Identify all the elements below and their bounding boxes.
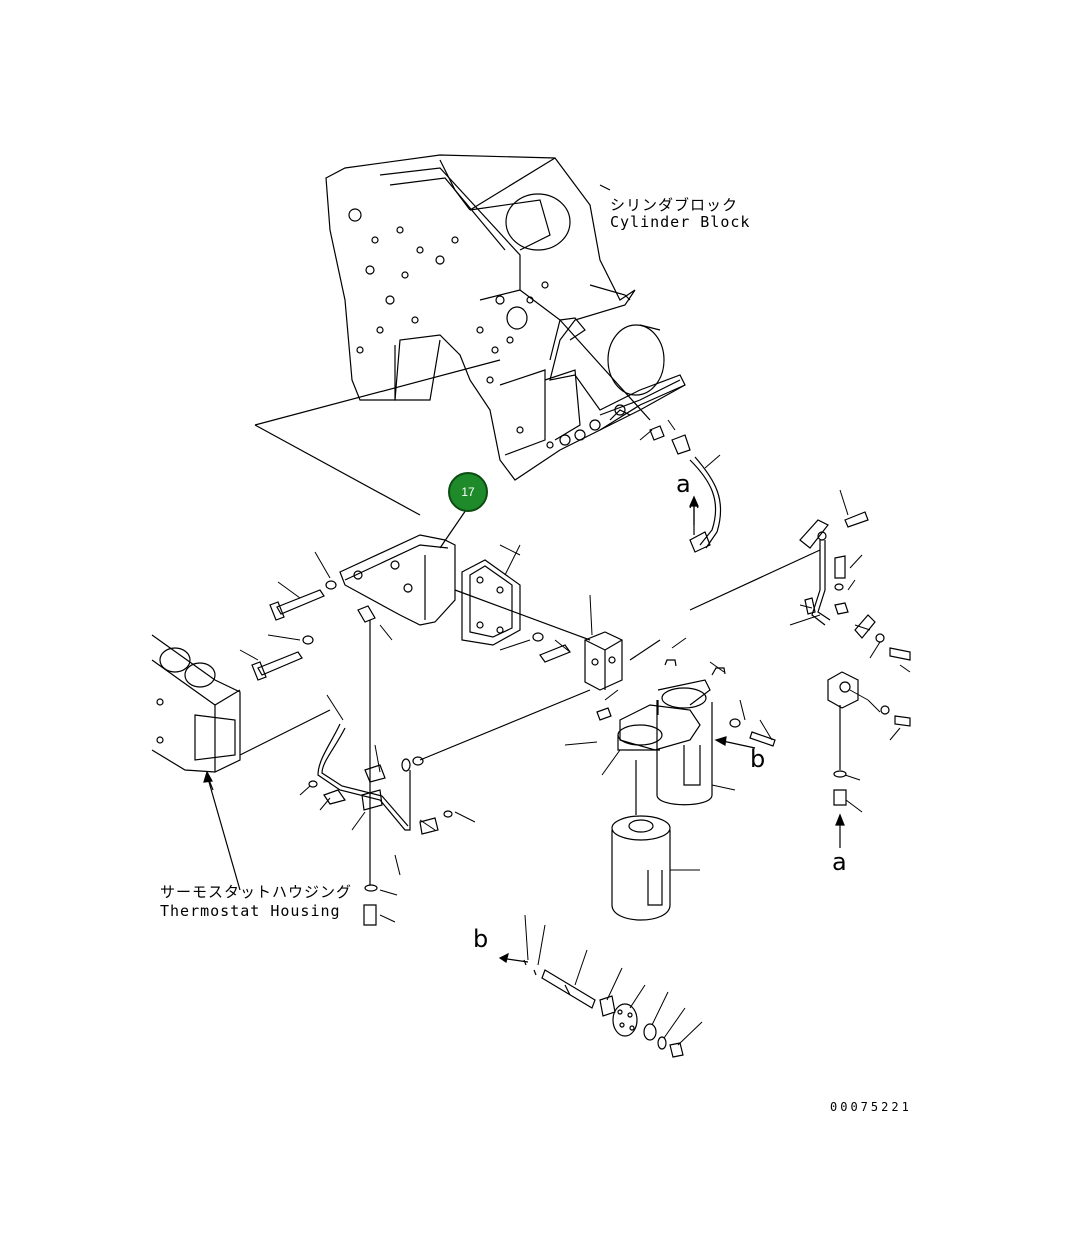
spacer-block — [584, 631, 623, 691]
reference-arrows — [203, 495, 845, 963]
right-tube — [799, 519, 876, 806]
thermostat-housing-label-en: Thermostat Housing — [160, 902, 341, 920]
reference-letter-b-bottom: b — [473, 925, 489, 953]
reference-letter-a-bottom: a — [832, 848, 847, 876]
callout-17[interactable]: 17 — [448, 472, 488, 512]
valve-parts — [523, 959, 684, 1058]
callout-leader — [439, 509, 467, 549]
gasket-plate — [461, 559, 521, 646]
leader-lines — [239, 419, 911, 1046]
thermostat-housing-label-jp: サーモスタットハウジング — [160, 883, 353, 901]
guide-lines — [239, 319, 821, 761]
cylinder-block-label-jp: シリンダブロック — [610, 196, 739, 214]
cylinder-block-label-en: Cylinder Block — [610, 213, 751, 231]
filter-assembly — [596, 659, 726, 921]
bolts-left — [251, 511, 911, 747]
reference-letter-b-right: b — [750, 745, 766, 773]
mounting-bracket — [339, 534, 456, 626]
reference-letter-a-top: a — [676, 470, 691, 498]
part-number: 00075221 — [830, 1100, 912, 1114]
thermostat-housing — [151, 634, 241, 891]
clamp-rod — [357, 605, 386, 926]
cylinder-block — [325, 154, 686, 481]
